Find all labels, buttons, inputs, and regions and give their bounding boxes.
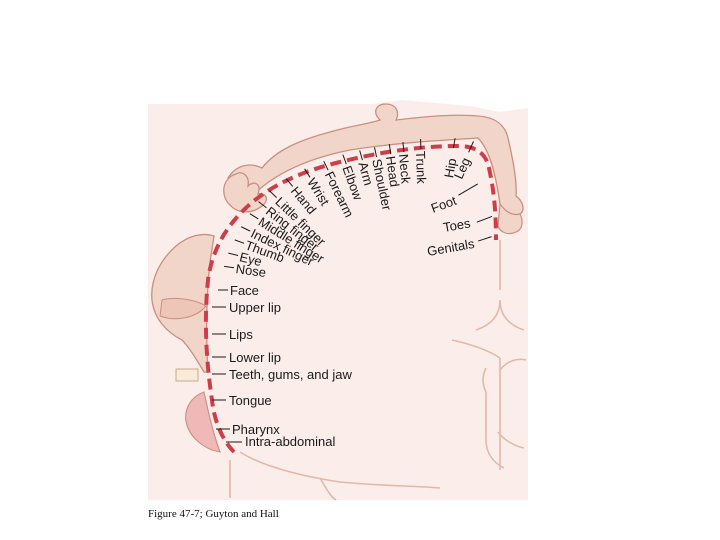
label-eye: Eye (238, 249, 263, 269)
homunculus-hand (223, 172, 267, 213)
label-head: Head (383, 155, 402, 188)
label-neck: Neck (396, 153, 414, 184)
label-pharynx: Pharynx (232, 422, 280, 437)
label-intra-abdominal: Intra-abdominal (245, 434, 335, 449)
figure-caption: Figure 47-7; Guyton and Hall (148, 508, 279, 520)
cortex-tissue-lines (229, 240, 527, 501)
homunculus-foot (497, 202, 523, 235)
homunculus-body (227, 103, 524, 216)
left-labels-group: Upper lip Lips Lower lip Teeth, gums, an… (212, 300, 352, 449)
label-trunk: Trunk (413, 151, 429, 185)
label-upper-lip: Upper lip (229, 300, 281, 315)
homunculus-tongue (185, 391, 221, 453)
homunculus-lips (159, 297, 207, 320)
label-toes: Toes (442, 215, 472, 235)
cortex-dashed-boundary (203, 143, 498, 454)
label-hip: Hip (441, 157, 459, 179)
label-lips: Lips (229, 327, 253, 342)
label-nose: Nose (235, 261, 267, 280)
label-face: Face (230, 283, 259, 298)
teeth-icon (175, 368, 199, 382)
label-arm: Arm (355, 160, 376, 187)
label-tongue: Tongue (229, 393, 272, 408)
label-lower-lip: Lower lip (229, 350, 281, 365)
label-teeth-gums-jaw: Teeth, gums, and jaw (229, 367, 352, 382)
